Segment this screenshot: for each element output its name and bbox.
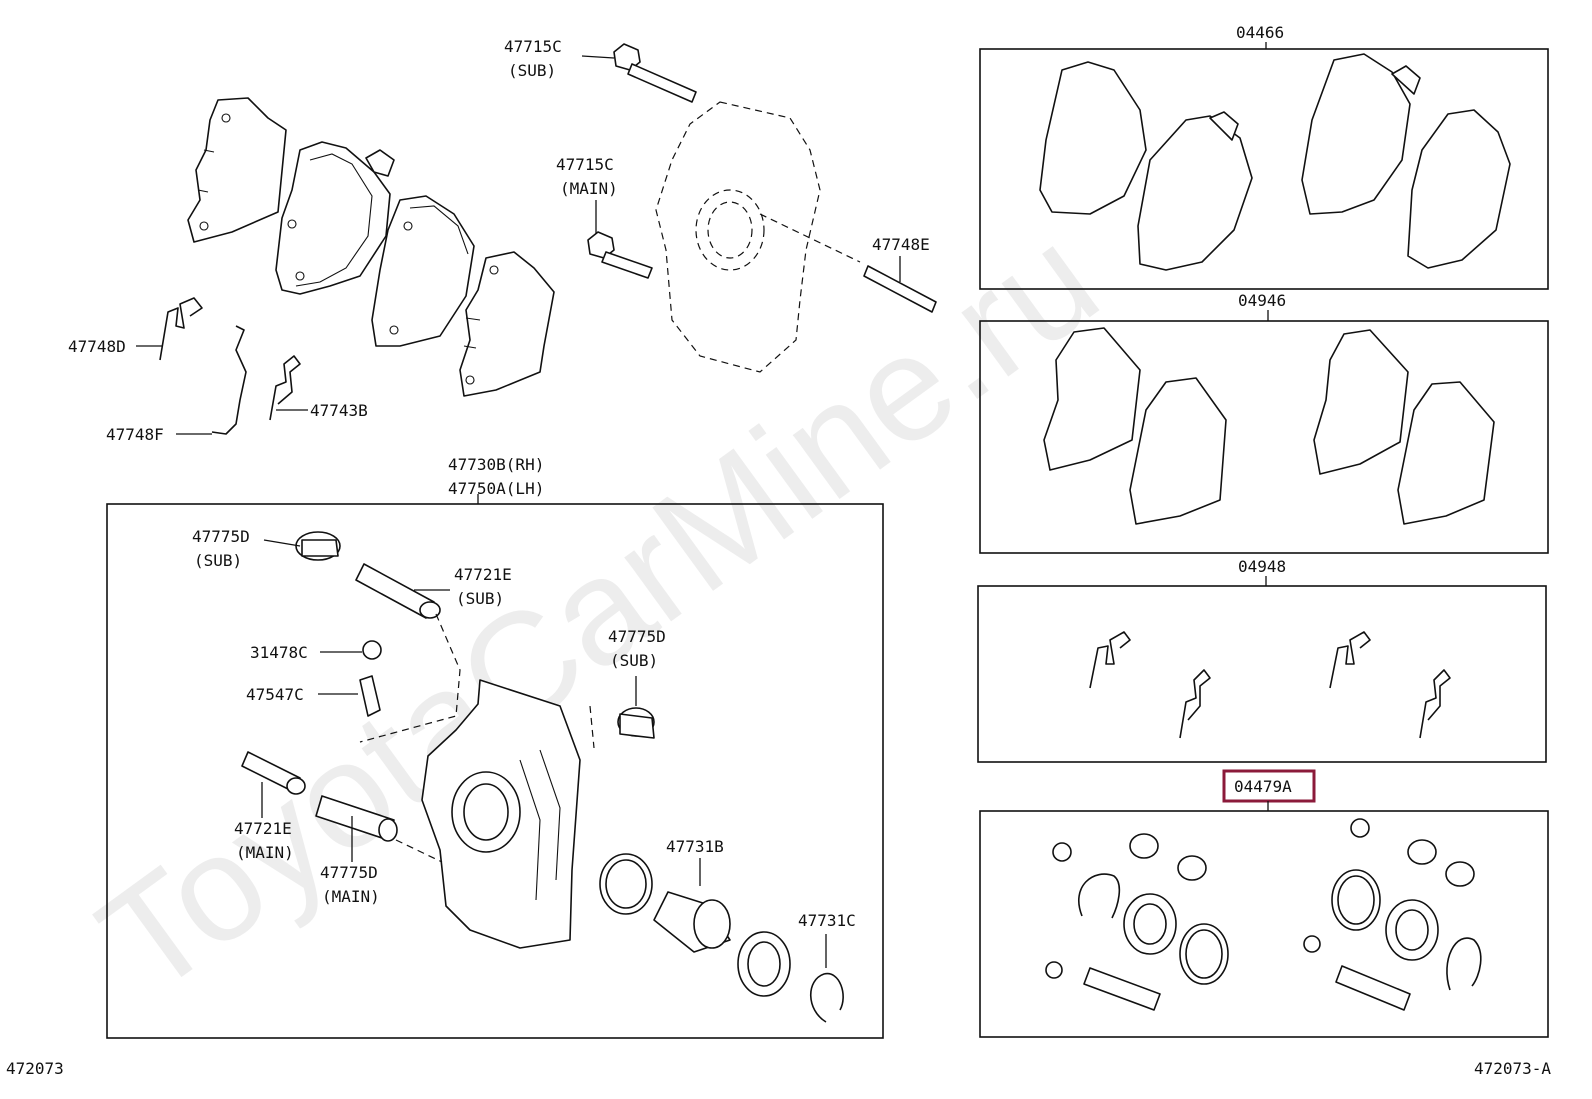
kit-04466-frame xyxy=(979,48,1549,290)
cylinder-boot xyxy=(737,931,791,997)
callout-47748f: 47748F xyxy=(106,425,164,444)
kit-04948-frame xyxy=(977,585,1547,763)
bolt-sub xyxy=(613,43,697,103)
callout-47748d: 47748D xyxy=(68,337,126,356)
callout-47730b: 47730B(RH) xyxy=(448,455,544,474)
kit-04946-frame xyxy=(979,320,1549,554)
leader-lines xyxy=(136,42,1269,968)
set-ring xyxy=(810,973,844,1023)
kit-04948-clips xyxy=(1089,631,1451,739)
callout-47731c: 47731C xyxy=(798,911,856,930)
callout-47715c-sub: 47715C xyxy=(504,37,562,56)
pad-clip-b xyxy=(269,355,301,421)
boot-main xyxy=(315,795,398,842)
inner-shim xyxy=(459,251,555,397)
caliper-mount-outline xyxy=(655,101,861,373)
callout-04479a[interactable]: 04479A xyxy=(1234,777,1292,796)
bolt-main xyxy=(587,231,653,279)
callout-47775d-sub-right: 47775D xyxy=(608,627,666,646)
kit-04946-shims xyxy=(1043,327,1495,525)
bleeder-cap xyxy=(362,640,382,660)
callout-47721e-sub: 47721E xyxy=(454,565,512,584)
callout-main-pin-note: (MAIN) xyxy=(236,843,294,862)
brake-pad-inner xyxy=(371,195,475,347)
selected-part-highlight xyxy=(1222,769,1316,803)
brake-pad-outer xyxy=(275,141,395,295)
callout-47547c: 47547C xyxy=(246,685,304,704)
callout-47715c-main: 47715C xyxy=(556,155,614,174)
outer-shim xyxy=(187,97,287,243)
callout-main-boot-note: (MAIN) xyxy=(322,887,380,906)
callout-31478c: 31478C xyxy=(250,643,308,662)
watermark: ToyotaCarMine.ru xyxy=(70,194,1126,1026)
pad-clip-d xyxy=(159,297,203,361)
kit-04479a-frame xyxy=(979,810,1549,1038)
callout-47775d-sub-left: 47775D xyxy=(192,527,250,546)
piston-seal xyxy=(599,853,653,915)
callout-sub-right-note: (SUB) xyxy=(610,651,658,670)
pin-guide-dash xyxy=(359,613,461,743)
callout-47731b: 47731B xyxy=(666,837,724,856)
callout-47721e-main: 47721E xyxy=(234,819,292,838)
callout-47743b: 47743B xyxy=(310,401,368,420)
callout-04946: 04946 xyxy=(1238,291,1286,310)
caliper-assembly-frame xyxy=(106,503,884,1039)
pin-main xyxy=(241,751,306,795)
callout-47748e: 47748E xyxy=(872,235,930,254)
pin-e xyxy=(863,265,937,313)
callout-04466: 04466 xyxy=(1236,23,1284,42)
kit-04479a-parts xyxy=(1045,818,1482,1011)
main-boot-guide-dash xyxy=(395,839,443,863)
callout-sub-pin-note: (SUB) xyxy=(456,589,504,608)
caliper-body xyxy=(421,679,581,949)
boot-sub-left xyxy=(295,531,341,561)
page-code-right: 472073-A xyxy=(1474,1059,1551,1078)
kit-04466-pads xyxy=(1039,53,1511,271)
anti-rattle-spring-f xyxy=(211,325,247,435)
callout-sub-note: (SUB) xyxy=(508,61,556,80)
bleeder-plug xyxy=(359,675,381,717)
boot-sub-right xyxy=(617,707,655,739)
callout-47775d-main: 47775D xyxy=(320,863,378,882)
callout-47750a: 47750A(LH) xyxy=(448,479,544,498)
piston xyxy=(653,891,731,953)
pin-sub xyxy=(355,563,441,619)
callout-main-note: (MAIN) xyxy=(560,179,618,198)
page-code-left: 472073 xyxy=(6,1059,64,1078)
callout-04948: 04948 xyxy=(1238,557,1286,576)
callout-sub-left-note: (SUB) xyxy=(194,551,242,570)
